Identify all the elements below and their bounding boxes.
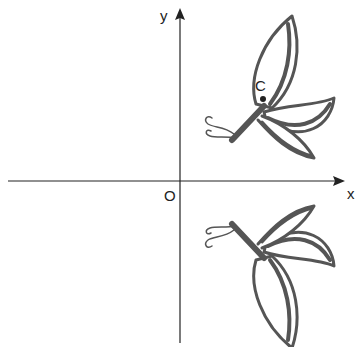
axis-label: x: [347, 186, 355, 201]
axis-label: y: [160, 8, 168, 23]
point-label: C: [255, 78, 266, 93]
origin-label: O: [164, 188, 176, 203]
